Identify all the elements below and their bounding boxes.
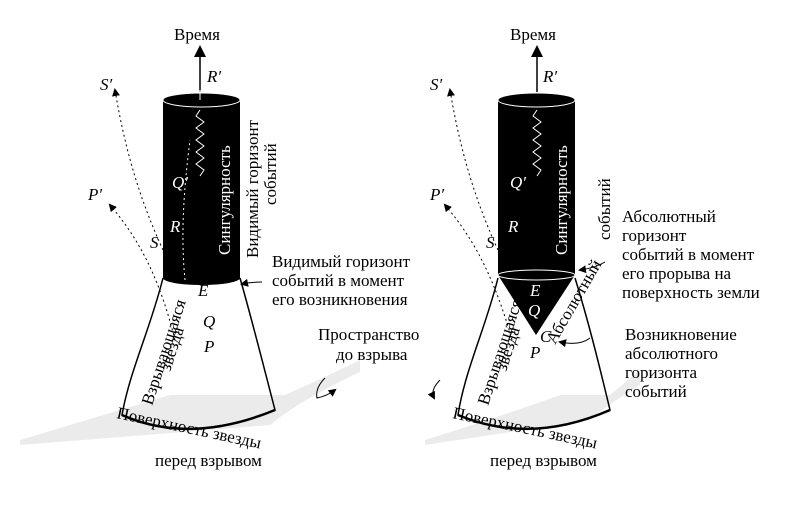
- left-black-hole-cylinder: [162, 90, 241, 285]
- right-origin-3: горизонта: [625, 363, 697, 382]
- right-E: E: [529, 281, 541, 300]
- right-breakthrough-2: горизонт: [622, 226, 687, 245]
- left-E: E: [197, 281, 209, 300]
- left-space-arrow: [316, 377, 337, 399]
- right-Q-prime: Q′: [510, 173, 526, 192]
- right-origin-2: абсолютного: [625, 344, 718, 363]
- right-ground-stipple: [425, 370, 640, 445]
- right-origin-arrow: [558, 337, 591, 348]
- left-apparent-origin-2: событий в момент: [272, 271, 405, 290]
- left-horizon-arrow: [240, 278, 263, 287]
- right-surface-2: перед взрывом: [490, 451, 597, 470]
- left-S: S: [150, 233, 159, 252]
- left-ground-stipple: [20, 360, 360, 445]
- left-apparent-horizon-vertical-2: событий: [261, 143, 280, 205]
- left-S-prime: S′: [100, 75, 113, 94]
- right-star-surface-bottom: [457, 408, 611, 431]
- left-Q-prime: Q′: [172, 173, 188, 192]
- right-P-prime: P′: [429, 185, 444, 204]
- right-origin-4: событий: [625, 382, 687, 401]
- right-breakthrough-3: событий в момент: [622, 245, 755, 264]
- right-R-prime: R′: [542, 67, 557, 86]
- right-time-label: Время: [510, 25, 556, 44]
- right-breakthrough-1: Абсолютный: [622, 207, 716, 226]
- left-worldline-P: [108, 203, 176, 341]
- right-R: R: [507, 217, 519, 236]
- left-apparent-horizon-vertical-1: Видимый горизонт: [243, 119, 262, 258]
- right-diagram: Время R′ S′ P′ Q′ R S E Q C P Сингулярно…: [425, 25, 760, 470]
- right-breakthrough-5: поверхность земли: [622, 283, 760, 302]
- left-time-label: Время: [174, 25, 220, 44]
- left-R: R: [169, 217, 181, 236]
- left-Q: Q: [203, 312, 215, 331]
- left-P: P: [203, 337, 214, 356]
- left-worldline-R: [182, 139, 191, 281]
- left-surface-2: перед взрывом: [155, 451, 262, 470]
- left-apparent-origin-1: Видимый горизонт: [272, 252, 411, 271]
- left-singularity-label: Сингулярность: [215, 145, 234, 255]
- left-space-before-2: до взрыва: [336, 345, 408, 364]
- right-worldline-S: [447, 88, 499, 251]
- left-diagram: Время R′ S′ P′ Q′ R S E Q P Сингулярност…: [20, 25, 419, 470]
- right-Q: Q: [528, 301, 540, 320]
- right-singularity-label: Сингулярность: [552, 145, 571, 255]
- right-breakthrough-arrow: [578, 261, 606, 274]
- left-space-before-1: Пространство: [318, 325, 419, 344]
- right-C: C: [540, 327, 552, 346]
- right-black-hole-cylinder: [497, 92, 576, 335]
- left-apparent-origin-3: его возникновения: [272, 290, 408, 309]
- right-breakthrough-4: его прорыва на: [622, 264, 732, 283]
- left-R-prime: R′: [206, 67, 221, 86]
- left-worldline-S: [112, 88, 164, 251]
- right-P: P: [529, 343, 540, 362]
- right-worldline-P: [443, 203, 513, 341]
- left-P-prime: P′: [87, 185, 102, 204]
- right-S-prime: S′: [430, 75, 443, 94]
- left-star-surface-bottom: [121, 408, 276, 431]
- right-S: S: [486, 233, 495, 252]
- right-origin-1: Возникновение: [625, 325, 737, 344]
- right-space-arrow: [427, 379, 441, 400]
- right-events-vertical: событий: [595, 178, 614, 240]
